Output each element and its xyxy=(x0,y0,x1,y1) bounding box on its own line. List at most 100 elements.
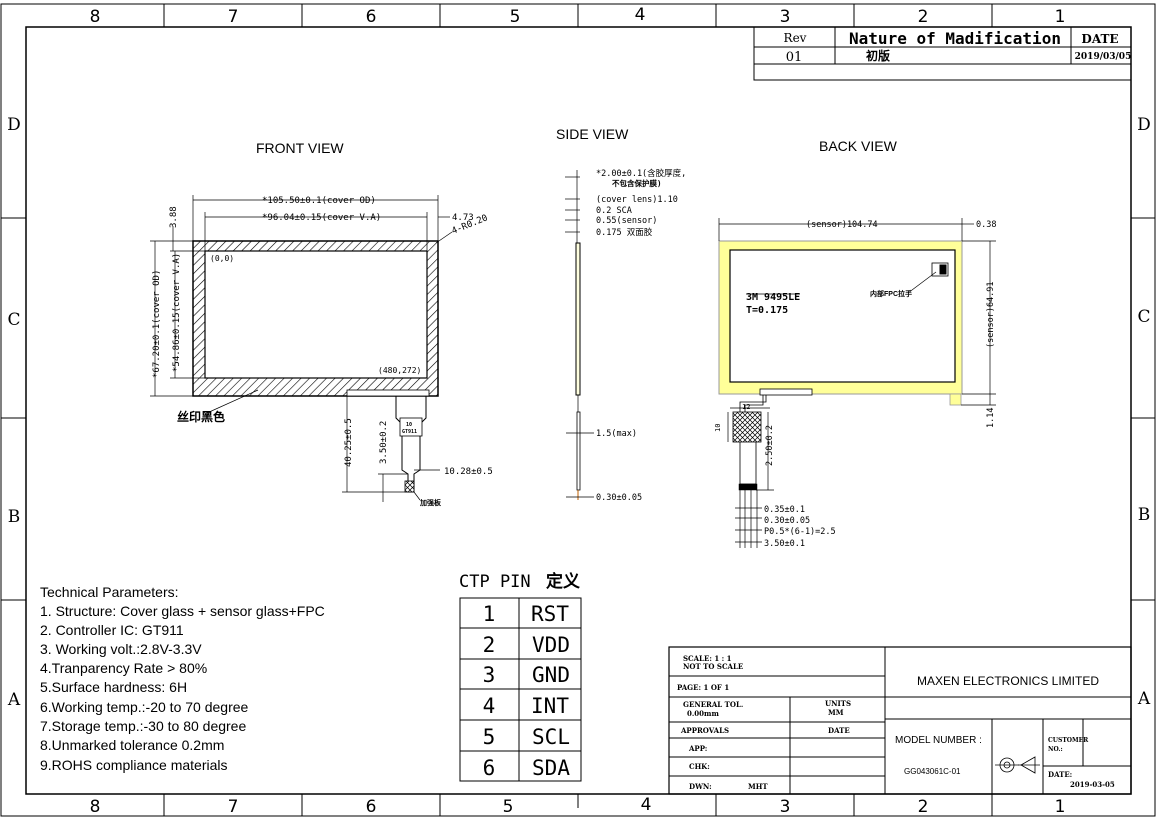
front-top-offset: 3.88 xyxy=(169,206,179,228)
tech-item: 9.ROHS compliance materials xyxy=(40,757,228,773)
date-header: DATE xyxy=(1081,32,1118,46)
back-small-10: 10 xyxy=(714,424,722,432)
back-fpc-tail: 2.50±0.2 xyxy=(765,425,775,466)
nature-value: 初版 xyxy=(866,48,890,63)
col-label: 1 xyxy=(1055,7,1066,27)
projection-symbol-icon xyxy=(995,756,1040,774)
side-view-drawing xyxy=(565,170,594,500)
front-silk-label: 丝印黑色 xyxy=(177,409,225,424)
tb-date-header: DATE xyxy=(828,726,850,735)
tb-dwn-name: MHT xyxy=(748,782,768,791)
back-pin-a: 0.35±0.1 xyxy=(764,505,805,515)
tb-units: UNITS xyxy=(825,699,851,708)
tech-item: 7.Storage temp.:-30 to 80 degree xyxy=(40,718,246,734)
side-fpc-thick: 0.30±0.05 xyxy=(596,493,642,503)
tb-date-value: 2019-03-05 xyxy=(1070,780,1115,789)
front-tail-label: 加强板 xyxy=(419,498,442,507)
back-pin-b: 0.30±0.05 xyxy=(764,516,810,526)
front-fpc-length: 40.25±0.5 xyxy=(344,418,354,467)
col-label: 4 xyxy=(635,5,646,25)
side-view-title: SIDE VIEW xyxy=(556,126,629,142)
tb-page: PAGE: 1 OF 1 xyxy=(677,683,729,692)
date-value: 2019/03/05 xyxy=(1075,52,1132,62)
col-label: 5 xyxy=(510,7,521,27)
col-label: 8 xyxy=(90,7,101,27)
back-bottom-offset: 1.14 xyxy=(986,408,996,428)
row-label: B xyxy=(1138,505,1151,525)
tb-scale: SCALE: 1 : 1 xyxy=(683,654,732,663)
pin-name: SDA xyxy=(532,756,570,780)
front-chip-line1: 10 xyxy=(406,422,412,428)
front-origin: (0,0) xyxy=(210,254,234,263)
pin-name: SCL xyxy=(532,725,570,749)
front-view-title: FRONT VIEW xyxy=(256,140,344,156)
side-sca: 0.2 SCA xyxy=(596,206,632,216)
tb-model-label: MODEL NUMBER : xyxy=(895,735,982,746)
tech-item: 8.Unmarked tolerance 0.2mm xyxy=(40,737,224,753)
side-view-labels: *2.00±0.1(含胶厚度, 不包含保护膜) (cover lens)1.10… xyxy=(596,168,686,503)
pin-number: 5 xyxy=(483,725,496,749)
tech-item: 4.Tranparency Rate > 80% xyxy=(40,660,207,676)
tb-gen-tol-value: 0.00mm xyxy=(687,709,719,718)
back-sensor-height: (sensor)64.91 xyxy=(986,281,996,348)
side-tape: 0.175 双面胶 xyxy=(596,227,653,238)
side-fpc-max: 1.5(max) xyxy=(596,429,637,439)
tech-item: 2. Controller IC: GT911 xyxy=(40,622,184,638)
row-label: C xyxy=(1137,307,1150,327)
tb-gen-tol: GENERAL TOL. xyxy=(683,700,743,709)
back-view-title: BACK VIEW xyxy=(819,138,898,154)
col-label: 5 xyxy=(503,797,514,817)
col-label: 8 xyxy=(90,797,101,817)
row-label: B xyxy=(8,507,21,527)
back-right-offset: 0.38 xyxy=(976,220,996,230)
col-label: 7 xyxy=(228,797,239,817)
tb-customer-no: NO.: xyxy=(1048,746,1063,753)
tech-title: Technical Parameters: xyxy=(40,584,179,600)
front-chip-line2: GT911 xyxy=(402,429,417,435)
tb-customer: CUSTOMER xyxy=(1048,737,1089,744)
tech-item: 1. Structure: Cover glass + sensor glass… xyxy=(40,603,325,619)
front-fpc-tail: 3.50±0.2 xyxy=(379,421,389,464)
back-small-12: 12 xyxy=(742,403,750,411)
back-tape-label: 3M 9495LE xyxy=(746,292,800,303)
tech-item: 5.Surface hardness: 6H xyxy=(40,679,187,695)
col-label: 2 xyxy=(918,797,929,817)
tb-date-label: DATE: xyxy=(1048,770,1072,779)
tb-approvals: APPROVALS xyxy=(680,726,729,735)
back-pin-c: P0.5*(6-1)=2.5 xyxy=(764,527,836,537)
tb-scale-note: NOT TO SCALE xyxy=(683,662,743,671)
side-total-note: 不包含保护膜) xyxy=(612,178,662,188)
tb-units-value: MM xyxy=(828,708,844,717)
col-label: 4 xyxy=(641,795,652,815)
row-label: D xyxy=(1137,115,1151,135)
tb-chk: CHK: xyxy=(689,762,710,771)
back-view-drawing xyxy=(718,218,996,548)
back-connector-note: 内部FPC拉手 xyxy=(870,289,912,298)
front-outer-height: *67.20±0.1(cover OD) xyxy=(152,270,162,378)
pin-name: INT xyxy=(531,694,569,718)
technical-parameters: Technical Parameters: 1. Structure: Cove… xyxy=(40,584,325,773)
pin-number: 4 xyxy=(483,694,496,718)
column-labels: 8 7 6 5 4 3 2 1 8 7 6 5 4 3 2 1 xyxy=(90,5,1066,817)
front-right-offset: 4.73 xyxy=(452,213,474,223)
row-label: A xyxy=(1137,689,1151,709)
side-sensor: 0.55(sensor) xyxy=(596,216,657,226)
front-end-point: (480,272) xyxy=(378,366,421,375)
pin-number: 1 xyxy=(483,602,496,626)
col-label: 7 xyxy=(228,7,239,27)
pin-table: CTP PIN 定义 1 RST 2 VDD 3 GND 4 INT 5 SCL… xyxy=(459,571,582,782)
back-pin-d: 3.50±0.1 xyxy=(764,539,805,549)
sheet-border xyxy=(0,3,1156,817)
tb-app: APP: xyxy=(688,744,707,753)
row-label: A xyxy=(7,690,21,710)
col-label: 6 xyxy=(366,7,377,27)
revision-table: Rev Nature of Madification DATE 01 初版 20… xyxy=(753,26,1132,81)
front-view-drawing xyxy=(150,195,453,502)
tech-item: 3. Working volt.:2.8V-3.3V xyxy=(40,641,202,657)
front-view-labels: *105.50±0.1(cover OD) *96.04±0.15(cover … xyxy=(152,196,493,507)
pin-number: 3 xyxy=(483,663,496,687)
rev-header: Rev xyxy=(784,31,807,45)
pin-table-title-cjk: 定义 xyxy=(546,571,580,591)
back-sensor-width: (sensor)104.74 xyxy=(806,220,878,230)
